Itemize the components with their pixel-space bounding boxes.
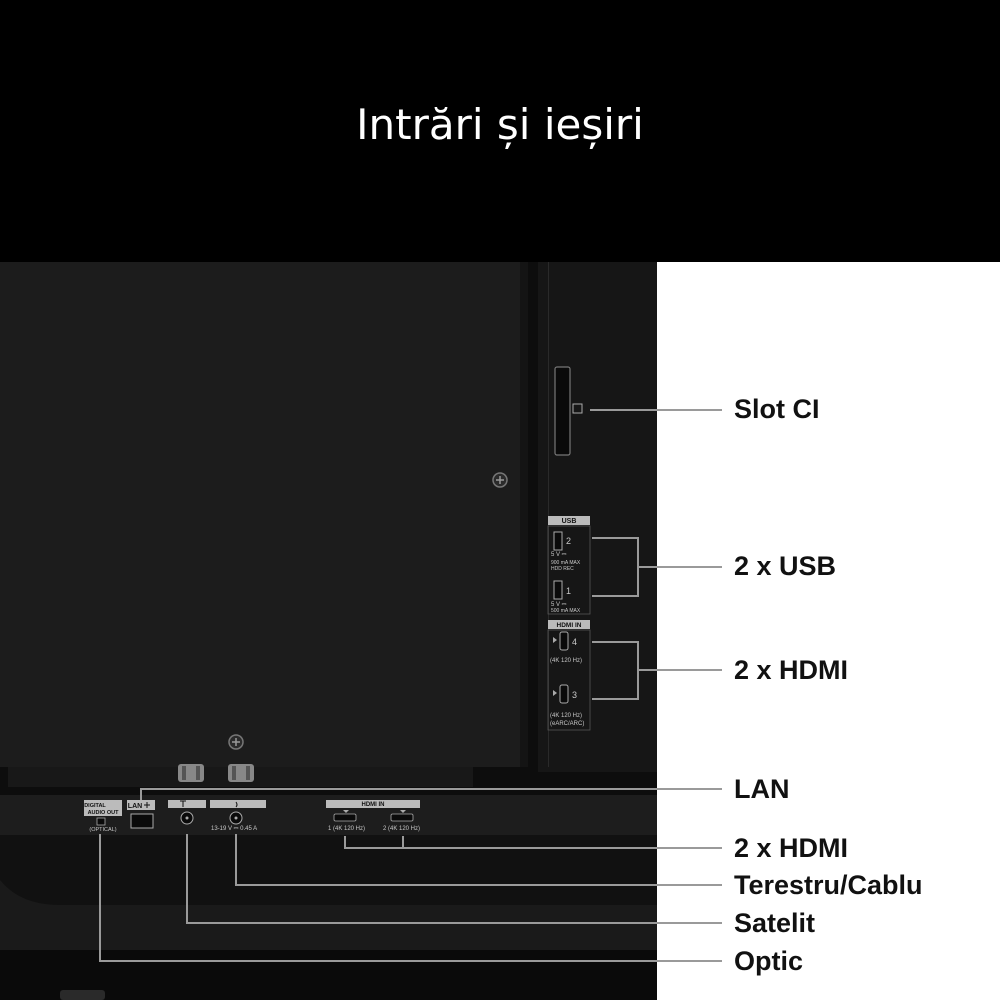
callout-optical: Optic (734, 946, 804, 976)
satellite-label-bg (210, 800, 266, 808)
usb-frame (547, 525, 591, 615)
leader-hdmi-bottom (344, 836, 722, 849)
hdmi3-number: 3 (572, 690, 577, 700)
bottom-hdmi-label-bg (326, 800, 420, 808)
hdmi2-label: 2 (4K 120 Hz) (383, 826, 420, 832)
audio-out-label: AUDIO OUT (88, 810, 120, 816)
header-bar: Intrări și ieșiri (0, 0, 1000, 262)
hdmi4-number: 4 (572, 637, 577, 647)
usb2-number: 2 (566, 536, 571, 546)
usb-header-bg (548, 516, 590, 525)
tv-rear-illustration: USB 2 5 V ⎓ 900 mA MAX HDD REC 1 5 V ⎓ 5… (0, 262, 722, 1000)
hdmi-port-2 (390, 813, 414, 822)
usb1-number: 1 (566, 586, 571, 596)
leader-usb (592, 537, 722, 597)
rear-cover-panel (0, 262, 520, 767)
stand-curve (0, 880, 657, 950)
usb-header-label: USB (562, 518, 577, 525)
lan-label-bg (127, 800, 155, 810)
hdmi-port-4 (559, 631, 569, 651)
digital-audio-label-bg (84, 800, 122, 816)
coax-jack-terrestrial (178, 764, 204, 782)
callout-panel (657, 262, 1000, 1000)
antenna-icon (180, 800, 186, 807)
usb2-spec-2: HDD REC (551, 566, 574, 572)
hdmi-frame (547, 629, 591, 731)
leader-lan (140, 788, 722, 800)
callout-slot-ci: Slot CI (734, 394, 820, 424)
usb1-spec: 500 mA MAX (551, 608, 581, 614)
callout-satellite: Satelit (734, 908, 816, 938)
optical-label: (OPTICAL) (89, 827, 116, 833)
hdmi-arrow-icon (400, 810, 406, 813)
callout-usb: 2 x USB (734, 551, 837, 581)
screw-icon (492, 472, 508, 488)
leader-optical (99, 834, 722, 962)
hdmi-arrow-icon (553, 690, 557, 696)
panel-edge (520, 262, 528, 767)
ci-slot (554, 366, 571, 456)
ci-card-icon (572, 403, 583, 414)
hdmi-header-bg (548, 620, 590, 629)
leader-satellite (186, 834, 722, 924)
hdmi-arrow-icon (553, 637, 557, 643)
hdmi1-label: 1 (4K 120 Hz) (328, 826, 365, 832)
usb1-power: 5 V ⎓ (551, 602, 567, 608)
hdmi-port-3 (559, 684, 569, 704)
leader-terrestrial (235, 834, 722, 886)
screw-icon (228, 734, 244, 750)
callout-lan: LAN (734, 774, 790, 804)
lan-port (130, 813, 154, 829)
hdmi3-spec: (4K 120 Hz) (550, 713, 582, 719)
hdmi3-spec-2: (eARC/ARC) (550, 721, 584, 727)
hdmi-arrow-icon (343, 810, 349, 813)
callout-hdmi-side: 2 x HDMI (734, 655, 849, 685)
stand-foot (60, 990, 105, 1000)
lan-label: LAN (128, 803, 142, 810)
callout-hdmi-bottom: 2 x HDMI (734, 833, 849, 863)
usb-port-1 (553, 580, 563, 600)
usb2-spec-1: 900 mA MAX (551, 560, 581, 566)
hdmi-header-label: HDMI IN (557, 622, 582, 629)
strip-divider (548, 262, 549, 767)
optical-port (96, 817, 106, 826)
usb2-power: 5 V ⎓ (551, 552, 567, 558)
hdmi4-spec: (4K 120 Hz) (550, 658, 582, 664)
terrestrial-label-bg (168, 800, 206, 808)
bottom-hdmi-header: HDMI IN (362, 802, 385, 808)
digital-label: DIGITAL (84, 803, 106, 809)
page-title: Intrări și ieșiri (356, 100, 644, 149)
callout-terrestrial: Terestru/Cablu (734, 870, 923, 900)
hdmi-port-1 (333, 813, 357, 822)
coax-jack-satellite (228, 764, 254, 782)
network-icon (144, 802, 150, 808)
callout-lines (99, 409, 722, 962)
floor-shadow (0, 950, 657, 1000)
leader-hdmi-side (592, 641, 722, 700)
satellite-power-label: 13-19 V ⎓ 0.45 A (211, 826, 257, 832)
usb-port-2 (553, 531, 563, 551)
satellite-dish-icon (235, 801, 238, 808)
